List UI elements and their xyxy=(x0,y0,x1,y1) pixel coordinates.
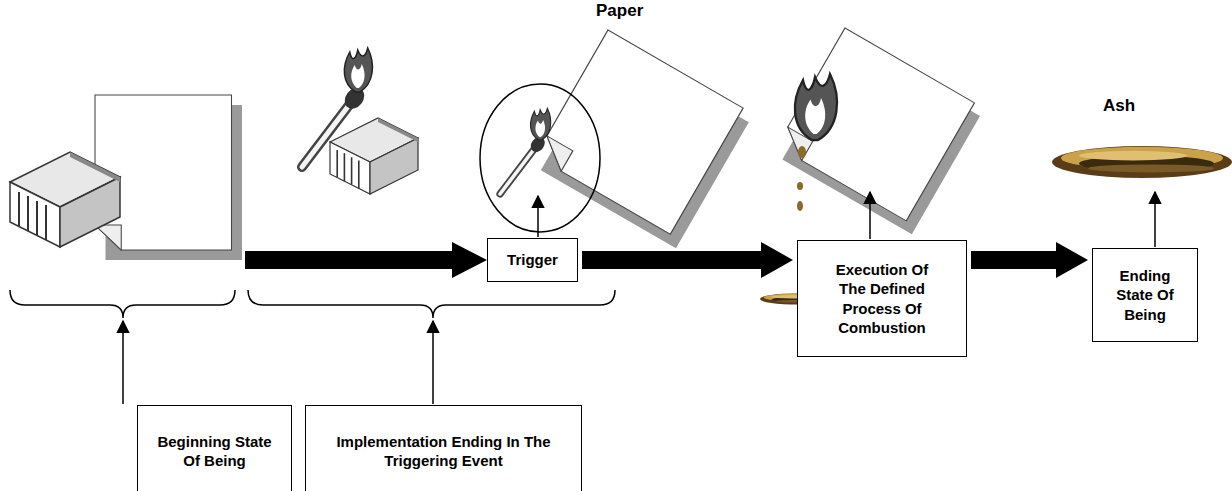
leader-arrow xyxy=(869,192,871,239)
box-text: Beginning State Of Being xyxy=(154,432,275,471)
process-box: Trigger xyxy=(487,238,578,282)
leader-arrow xyxy=(1154,192,1156,247)
flame xyxy=(795,74,837,140)
part-label: Ash xyxy=(1103,96,1135,116)
process-box: Implementation Ending In The Triggering … xyxy=(305,405,582,491)
leader-arrow xyxy=(432,321,434,404)
paper-sheet xyxy=(530,30,753,248)
arrow-shaft xyxy=(971,251,1056,269)
leader-arrow xyxy=(122,321,124,404)
box-text: Trigger xyxy=(507,250,558,270)
ash-particle xyxy=(797,182,803,190)
process-arrow xyxy=(582,242,793,278)
box-text: Execution Of The Defined Process Of Comb… xyxy=(826,260,938,338)
process-box: Execution Of The Defined Process Of Comb… xyxy=(797,240,967,357)
matchbox xyxy=(10,152,120,247)
paper-sheet xyxy=(772,28,984,234)
box-text: Ending State Of Being xyxy=(1105,266,1185,325)
process-box: Ending State Of Being xyxy=(1092,248,1198,342)
box-text: Implementation Ending In The Triggering … xyxy=(320,432,567,471)
process-box: Beginning State Of Being xyxy=(137,405,292,491)
part-label: Paper xyxy=(596,1,643,21)
ash-particle xyxy=(797,201,803,211)
arrow-shaft xyxy=(582,251,761,269)
ash-pile xyxy=(1052,146,1232,178)
ash-particle xyxy=(798,146,806,158)
arrow-head xyxy=(761,242,793,278)
matchbox xyxy=(330,118,418,194)
bracket xyxy=(10,290,235,318)
highlight-ellipse xyxy=(480,84,600,232)
process-arrow xyxy=(245,242,487,278)
arrow-head xyxy=(1056,242,1088,278)
lit-match xyxy=(500,108,551,194)
process-arrow xyxy=(971,242,1088,278)
bracket xyxy=(248,290,615,318)
leader-arrow xyxy=(537,196,539,237)
